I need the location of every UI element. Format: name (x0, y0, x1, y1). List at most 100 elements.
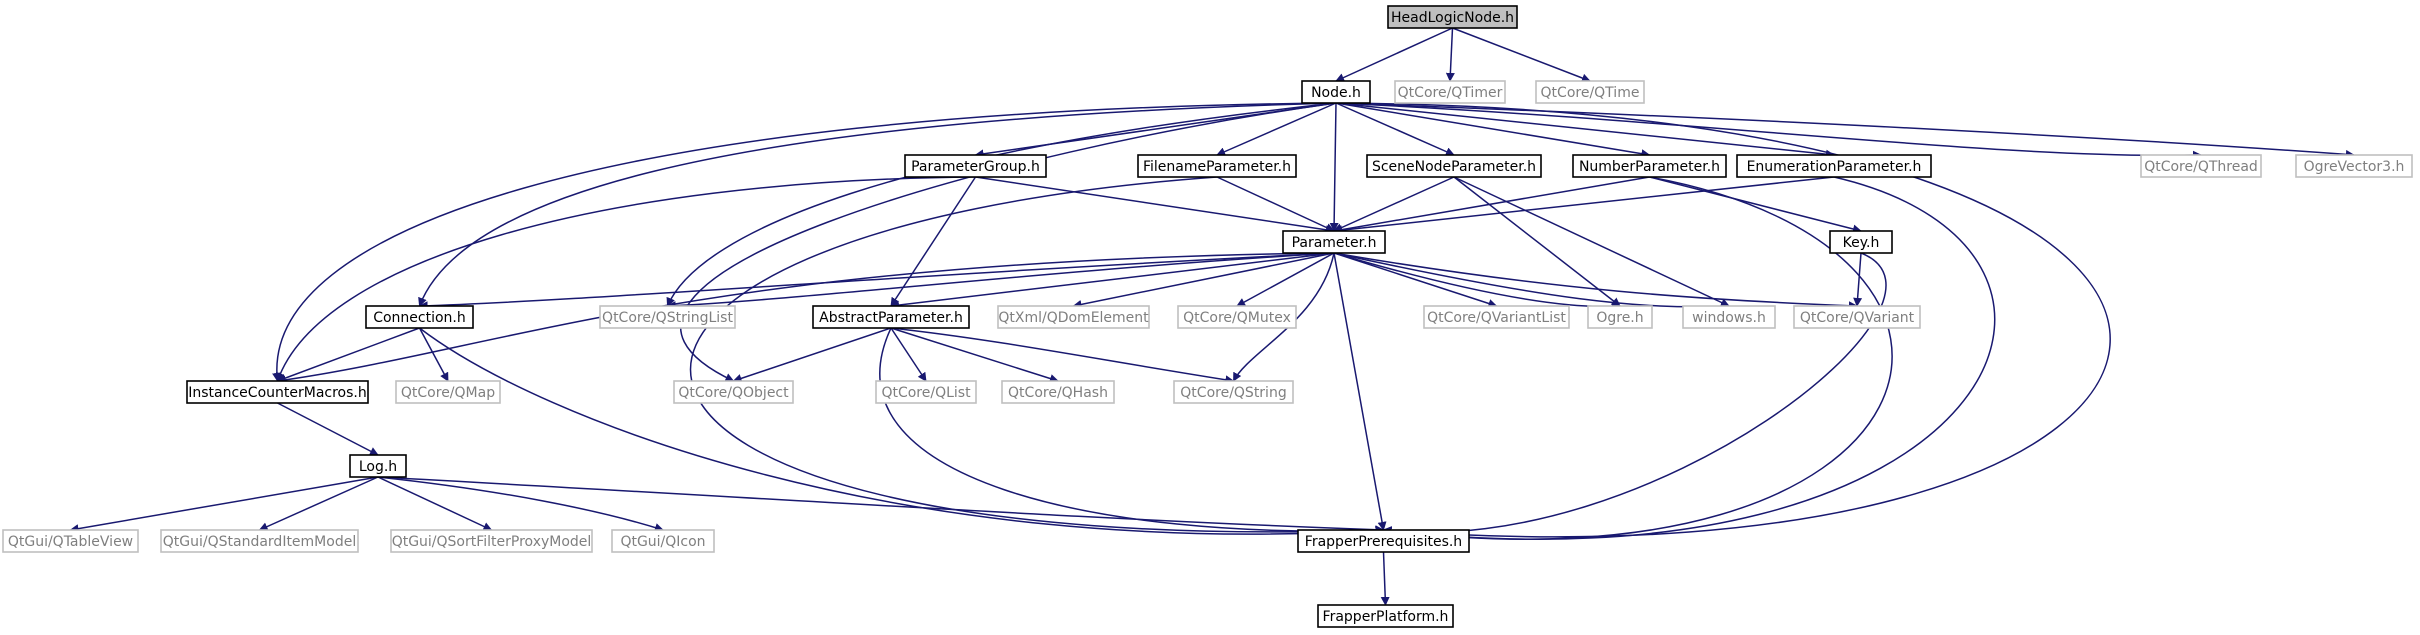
node-label: QtXml/QDomElement (998, 310, 1149, 326)
node-qdomelement: QtXml/QDomElement (997, 305, 1150, 329)
edge-node-to-numberparameter (1335, 102, 1651, 159)
node-box (1535, 80, 1645, 104)
node-box (1177, 305, 1297, 329)
edge-log-to-frapperprerequisites (377, 476, 1385, 535)
node-filenameparameter[interactable]: FilenameParameter.h (1137, 154, 1297, 178)
node-qvariant: QtCore/QVariant (1793, 305, 1921, 329)
node-frapperprerequisites[interactable]: FrapperPrerequisites.h (1297, 529, 1470, 553)
edge-connection-to-qmap (418, 327, 449, 382)
node-qtimer: QtCore/QTimer (1394, 80, 1506, 104)
node-box (1366, 154, 1542, 178)
node-log[interactable]: Log.h (349, 454, 407, 478)
node-label: SceneNodeParameter.h (1372, 159, 1536, 175)
edge-parametergroup-to-abstractparameter (890, 176, 977, 307)
node-instancecountermacros[interactable]: InstanceCounterMacros.h (186, 380, 369, 404)
node-box (611, 529, 715, 553)
edge-numberparameter-to-frapperprerequisites (1382, 176, 1893, 540)
node-label: QtGui/QIcon (620, 534, 705, 550)
edge-log-to-qicon (377, 476, 664, 532)
node-box (186, 380, 369, 404)
node-label: Parameter.h (1292, 235, 1377, 251)
node-qvariantlist: QtCore/QVariantList (1423, 305, 1570, 329)
node-label: QtCore/QMap (401, 385, 495, 401)
edge-parameter-to-qmutex (1236, 252, 1335, 307)
edge-enumerationparameter-to-frapperprerequisites (1382, 176, 1996, 540)
node-box (160, 529, 359, 553)
edge-node-to-filenameparameter (1216, 102, 1337, 156)
node-label: FrapperPlatform.h (1323, 609, 1449, 625)
node-box (1387, 5, 1518, 29)
node-box (1682, 305, 1776, 329)
node-qhash: QtCore/QHash (1001, 380, 1115, 404)
node-ogrevector3: OgreVector3.h (2295, 154, 2413, 178)
node-box (1829, 230, 1893, 254)
node-key[interactable]: Key.h (1829, 230, 1893, 254)
node-parameter[interactable]: Parameter.h (1282, 230, 1386, 254)
node-label: QtCore/QThread (2144, 159, 2258, 175)
edge-key-to-qvariant (1853, 252, 1863, 307)
node-qtime: QtCore/QTime (1535, 80, 1645, 104)
node-label: QtCore/QString (1180, 385, 1286, 401)
node-box (997, 305, 1150, 329)
node-parametergroup[interactable]: ParameterGroup.h (904, 154, 1047, 178)
edge-headlogicnode-to-node (1335, 27, 1453, 82)
node-scenenodeparameter[interactable]: SceneNodeParameter.h (1366, 154, 1542, 178)
edge-node-to-instancecountermacros (272, 102, 1337, 382)
node-label: QtGui/QStandardItemModel (163, 534, 356, 550)
node-label: AbstractParameter.h (819, 310, 963, 326)
node-connection[interactable]: Connection.h (365, 305, 474, 329)
edge-scenenodeparameter-to-parameter (1333, 176, 1455, 232)
edge-numberparameter-to-key (1649, 176, 1862, 234)
node-label: QtGui/QSortFilterProxyModel (392, 534, 592, 550)
node-qstringlist: QtCore/QStringList (599, 305, 736, 329)
node-label: windows.h (1692, 310, 1766, 326)
edge-headlogicnode-to-qtimer (1445, 27, 1455, 82)
node-abstractparameter[interactable]: AbstractParameter.h (812, 305, 970, 329)
node-headlogicnode[interactable]: HeadLogicNode.h (1387, 5, 1518, 29)
node-label: Node.h (1311, 85, 1361, 101)
edge-parametergroup-to-instancecountermacros (275, 176, 976, 382)
node-label: EnumerationParameter.h (1747, 159, 1922, 175)
edge-node-to-qthread (1335, 102, 2202, 160)
node-box (349, 454, 407, 478)
node-label: QtGui/QTableView (8, 534, 133, 550)
node-label: OgreVector3.h (2304, 159, 2405, 175)
edge-parameter-to-frapperprerequisites (1333, 252, 1387, 531)
node-label: HeadLogicNode.h (1391, 10, 1514, 26)
edge-log-to-qtableview (69, 476, 379, 534)
node-box (1297, 529, 1470, 553)
node-box (2, 529, 139, 553)
node-enumerationparameter[interactable]: EnumerationParameter.h (1736, 154, 1932, 178)
node-box (1572, 154, 1727, 178)
node-label: Ogre.h (1596, 310, 1643, 326)
edge-parameter-to-qvariant (1333, 252, 1858, 311)
edge-abstractparameter-to-frapperprerequisites (879, 327, 1385, 535)
edge-node-to-scenenodeparameter (1335, 102, 1455, 156)
node-box (395, 380, 501, 404)
node-qtableview: QtGui/QTableView (2, 529, 139, 553)
edge-parameter-to-connection (418, 252, 1335, 311)
node-box (390, 529, 593, 553)
edge-filenameparameter-to-frapperprerequisites (689, 176, 1385, 535)
node-box (1282, 230, 1386, 254)
node-box (812, 305, 970, 329)
edge-abstractparameter-to-qhash (890, 327, 1059, 383)
node-box (1301, 80, 1371, 104)
edge-scenenodeparameter-to-windows (1453, 176, 1730, 307)
node-frapperplatform[interactable]: FrapperPlatform.h (1317, 604, 1454, 628)
node-box (673, 380, 794, 404)
edge-frapperprerequisites-to-frapperplatform (1380, 551, 1390, 606)
edge-numberparameter-to-parameter (1333, 176, 1650, 235)
edge-parameter-to-windows (1333, 252, 1730, 311)
node-label: Key.h (1843, 235, 1880, 251)
node-box (1423, 305, 1570, 329)
node-label: QtCore/QObject (678, 385, 789, 401)
edge-node-to-connection (418, 102, 1337, 307)
node-numberparameter[interactable]: NumberParameter.h (1572, 154, 1727, 178)
node-node[interactable]: Node.h (1301, 80, 1371, 104)
edge-connection-to-frapperprerequisites (419, 327, 1385, 535)
node-ogre: Ogre.h (1587, 305, 1653, 329)
node-label: QtCore/QVariant (1800, 310, 1915, 326)
node-qsortfilterproxymodel: QtGui/QSortFilterProxyModel (390, 529, 593, 553)
